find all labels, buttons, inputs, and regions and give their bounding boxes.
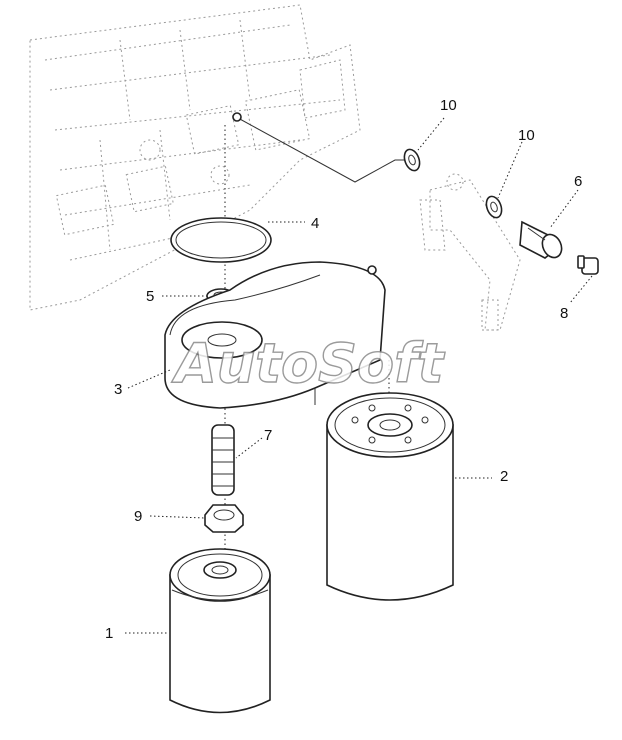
callout-10-upper: 10 [440,97,457,114]
callout-8: 8 [560,305,568,322]
callout-5: 5 [146,288,154,305]
mounting-bracket-outline [419,173,521,331]
leader-10a [417,117,445,151]
watermark-logo: AutoSoft [171,332,446,395]
part-plug [577,255,599,275]
part-washer-lower [485,195,503,219]
callout-6: 6 [574,173,582,190]
leader-8 [569,275,593,304]
oil-line-port [232,112,242,122]
part-filter-canister-right [326,392,454,601]
callout-7: 7 [264,427,272,444]
part-banjo-bolt [519,220,563,259]
part-threaded-nipple [211,424,235,496]
leader-10b [497,141,523,199]
part-filter-head [164,261,386,409]
oil-line [237,117,415,183]
leader-3 [127,369,171,389]
callout-4: 4 [311,215,319,232]
part-washer-upper [403,148,421,172]
callout-3: 3 [114,381,122,398]
part-hex-nut [204,504,244,533]
callout-1: 1 [105,625,113,642]
leader-6 [549,189,579,229]
callout-2: 2 [500,468,508,485]
callout-9: 9 [134,508,142,525]
leader-7 [235,437,263,459]
leader-9 [149,515,206,519]
part-o-ring [170,217,272,263]
part-filter-canister-left [169,548,271,714]
engine-block-outline [29,4,361,311]
callout-10-lower: 10 [518,127,535,144]
